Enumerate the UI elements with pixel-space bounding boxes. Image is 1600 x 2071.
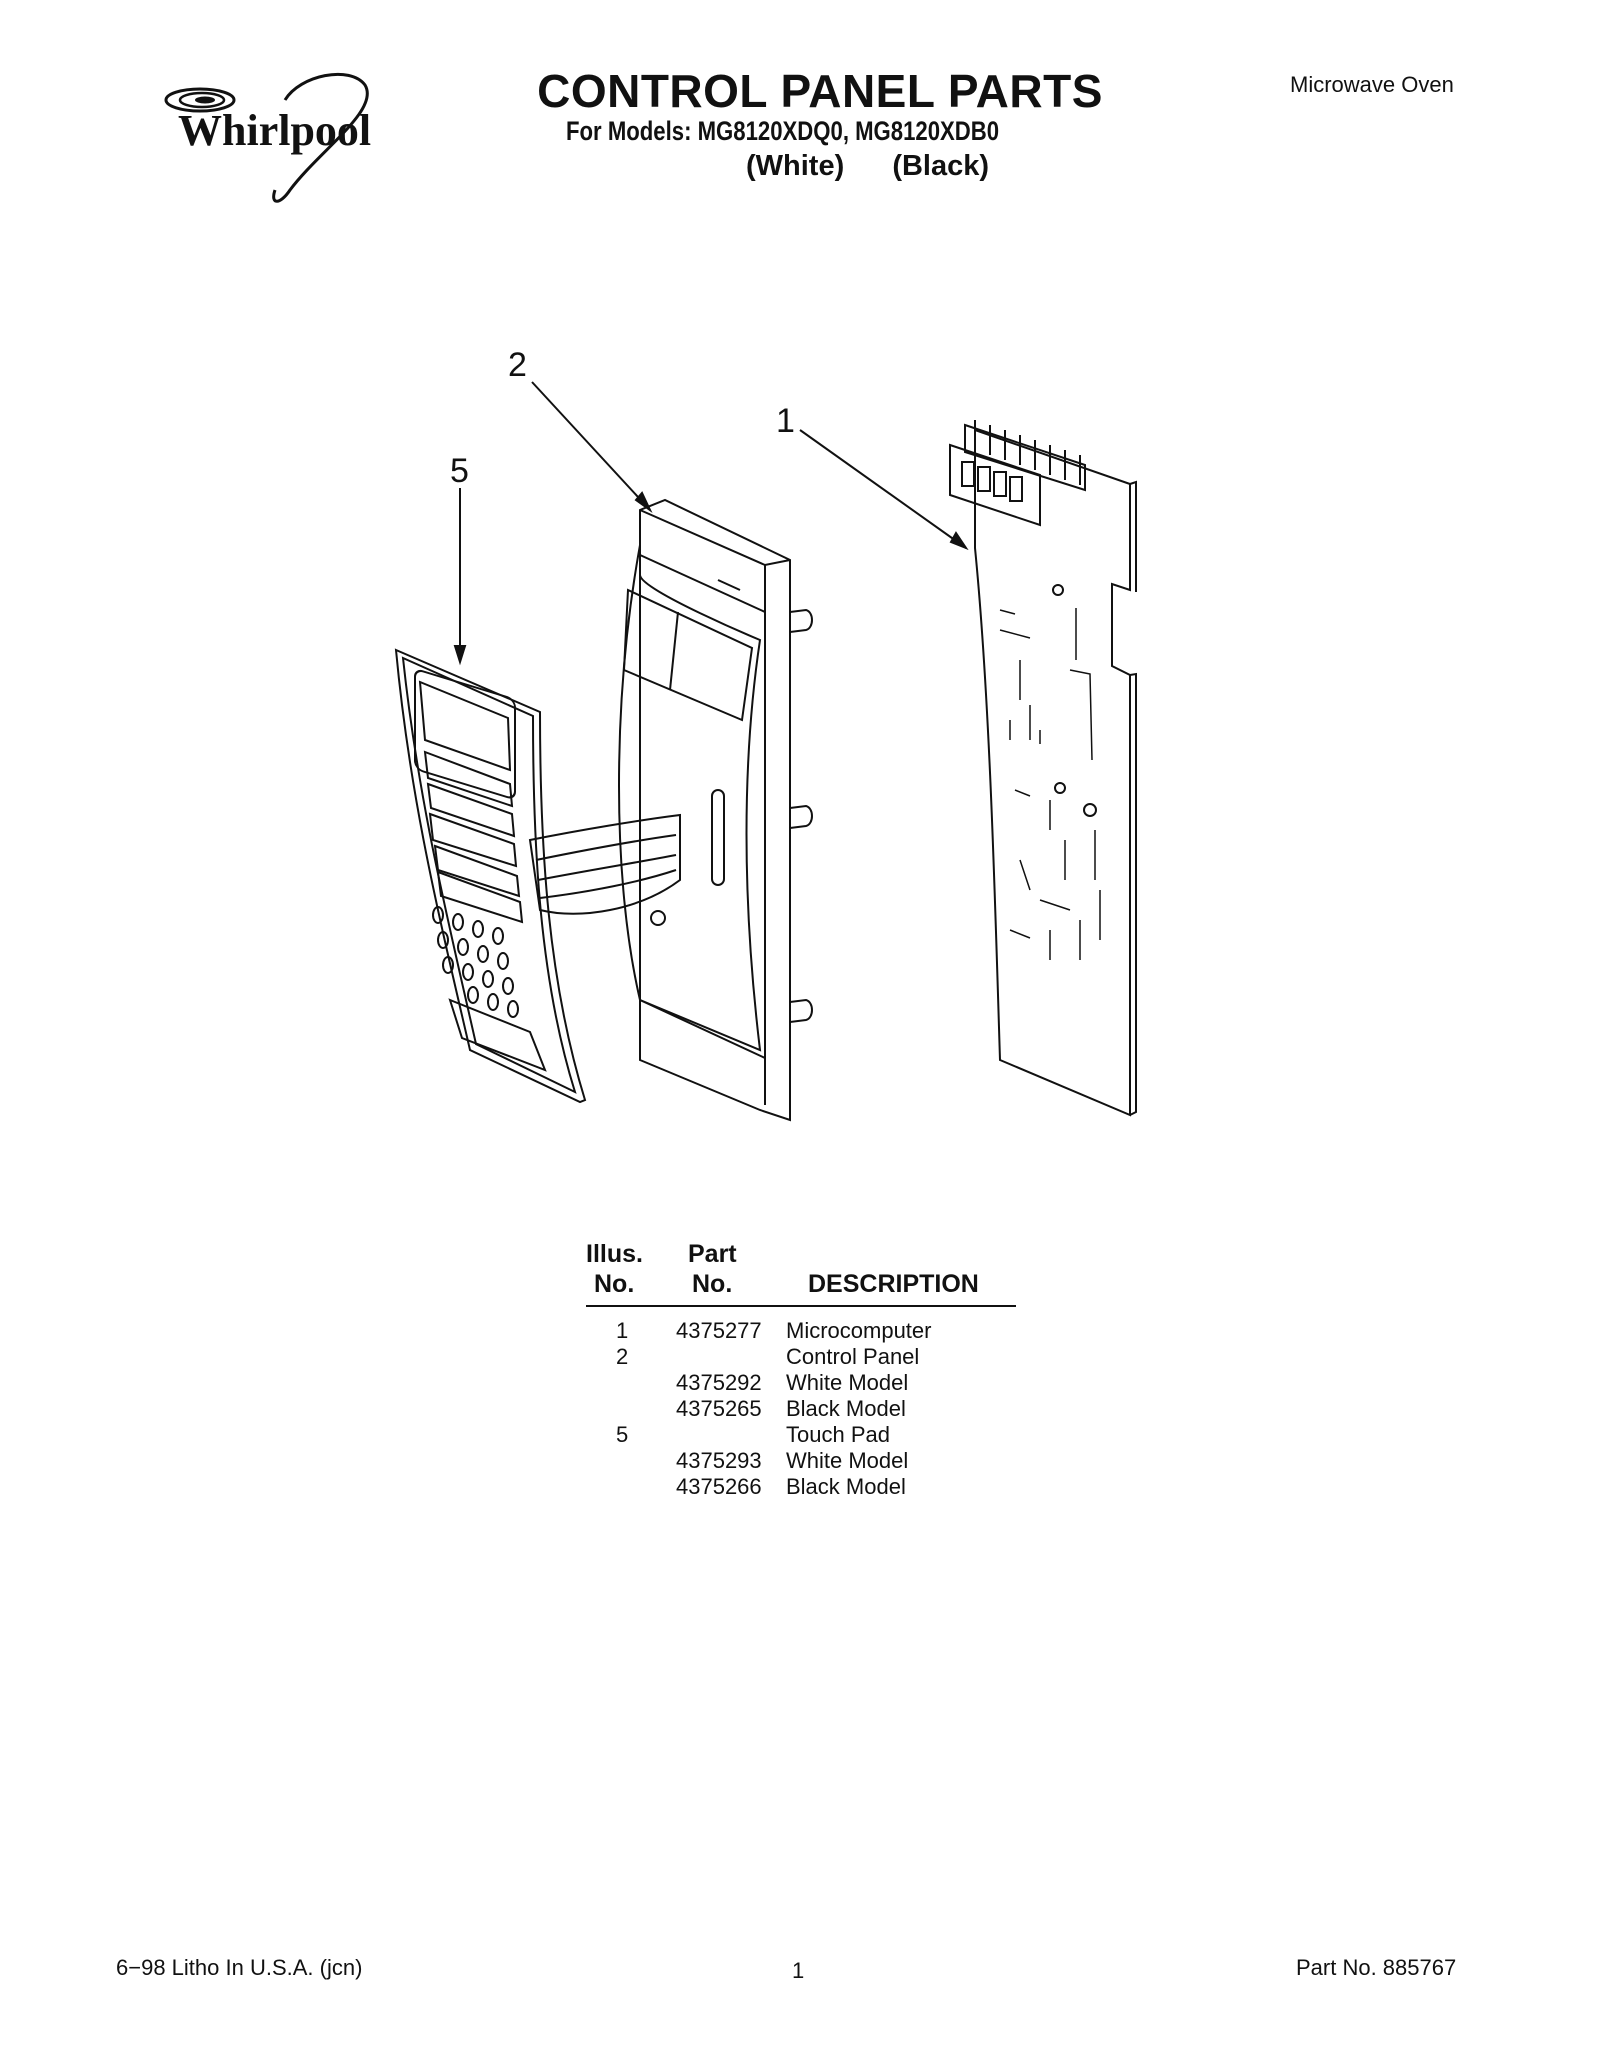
part-no: 4375293 (676, 1448, 762, 1473)
footer-print-info: 6−98 Litho In U.S.A. (jcn) (116, 1955, 363, 1980)
table-row: 5 Touch Pad (586, 1422, 1026, 1448)
product-category: Microwave Oven (1290, 72, 1454, 97)
whirlpool-logo: Whirlpool (150, 70, 410, 215)
microcomputer-part (949, 420, 1137, 1117)
callout-1: 1 (776, 402, 795, 440)
description: Control Panel (786, 1344, 920, 1369)
page-number: 1 (792, 1958, 805, 1983)
description: Microcomputer (786, 1318, 932, 1343)
header-rule (586, 1305, 1016, 1307)
part-no: 4375292 (676, 1370, 762, 1395)
callout-2: 2 (508, 346, 527, 384)
page-title: CONTROL PANEL PARTS (537, 65, 1103, 117)
header-illus-1: Illus. (586, 1240, 643, 1268)
description: Black Model (786, 1474, 906, 1499)
leader-lines (453, 381, 969, 666)
header-part-2: No. (692, 1270, 733, 1298)
header-part-1: Part (688, 1240, 737, 1268)
illus-no: 1 (616, 1318, 629, 1343)
footer-part-number: Part No. 885767 (1296, 1955, 1457, 1980)
table-row: 4375265 Black Model (586, 1396, 1026, 1422)
part-no: 4375266 (676, 1474, 762, 1499)
control-panel-part (618, 498, 813, 1122)
exploded-parts-diagram: 2 1 5 (394, 346, 1137, 1122)
description: White Model (786, 1448, 909, 1473)
variant-white: (White) (746, 150, 845, 182)
callout-5: 5 (450, 452, 469, 490)
description: Black Model (786, 1396, 906, 1421)
illus-no: 5 (616, 1422, 629, 1447)
description: Touch Pad (786, 1422, 890, 1447)
description: White Model (786, 1370, 909, 1395)
table-row: 4375266 Black Model (586, 1474, 1026, 1500)
logo-wordmark: Whirlpool (178, 106, 371, 155)
part-no: 4375277 (676, 1318, 762, 1343)
part-no: 4375265 (676, 1396, 762, 1421)
table-row: 4375292 White Model (586, 1370, 1026, 1396)
table-row: 1 4375277 Microcomputer (586, 1318, 1026, 1344)
variant-black: (Black) (892, 150, 990, 182)
table-row: 4375293 White Model (586, 1448, 1026, 1474)
models-line: For Models: MG8120XDQ0, MG8120XDB0 (566, 116, 1000, 146)
touch-pad-part (394, 648, 681, 1104)
header-description: DESCRIPTION (808, 1270, 979, 1298)
header-illus-2: No. (594, 1270, 635, 1298)
illus-no: 2 (616, 1344, 629, 1369)
table-row: 2 Control Panel (586, 1344, 1026, 1370)
model-variants: (White) (Black) (746, 150, 989, 183)
keypad-buttons (432, 906, 519, 1018)
